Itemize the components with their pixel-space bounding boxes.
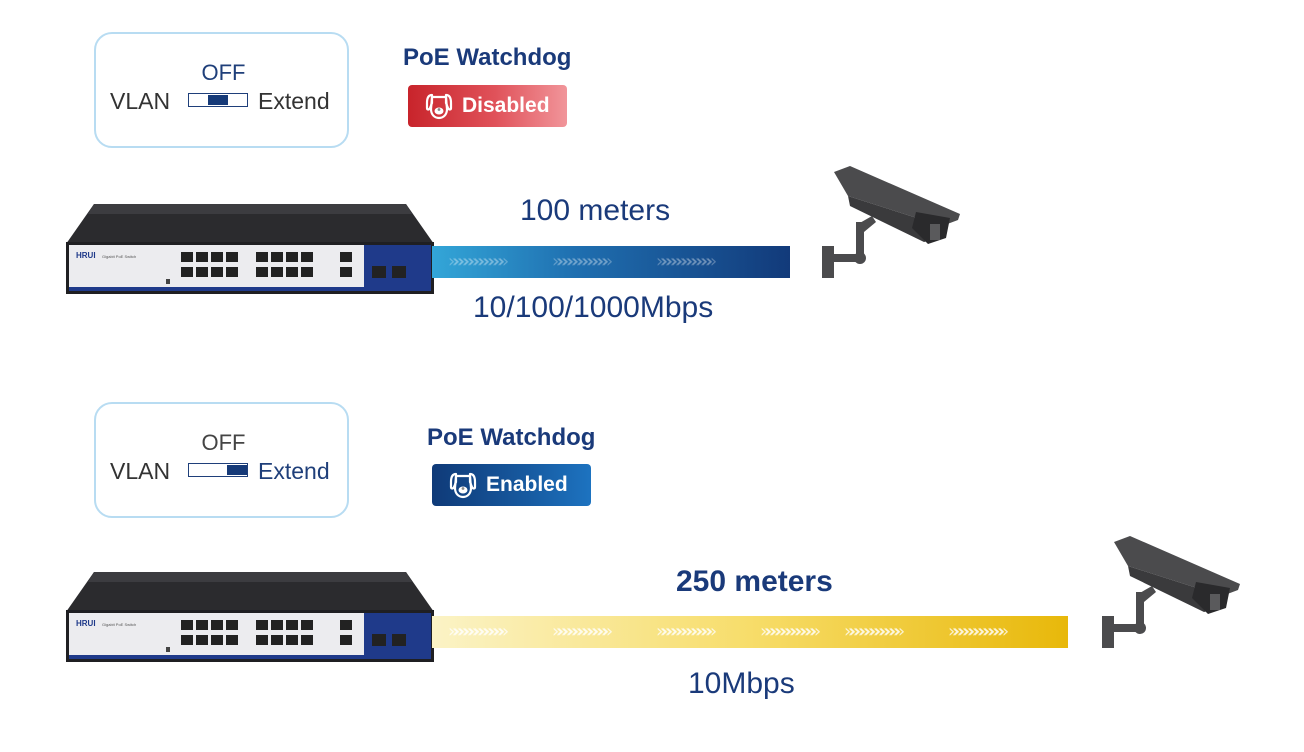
scenario-standard: OFF VLAN Extend PoE Watchdog Disabled HR…	[66, 32, 960, 324]
watchdog-status-badge: Enabled	[432, 464, 591, 506]
device-model: Gigabit PoE Switch	[102, 254, 136, 259]
watchdog-dog-icon	[425, 93, 453, 120]
device-model: Gigabit PoE Switch	[102, 622, 136, 627]
watchdog-dog-icon	[449, 472, 477, 499]
cable-speed: 10Mbps	[688, 667, 795, 700]
dip-vlan-label: VLAN	[110, 88, 171, 114]
network-cable: »»»»»»»»»»» »»»»»»»»»»» »»»»»»»»»»»	[432, 246, 790, 278]
poe-watchdog-title: PoE Watchdog	[403, 44, 572, 71]
watchdog-status-label: Disabled	[462, 94, 550, 117]
device-brand: HRUI	[76, 619, 96, 628]
cctv-camera-icon	[1102, 536, 1240, 648]
poe-switch-device: HRUI Gigabit PoE Switch	[66, 204, 434, 294]
network-cable: »»»»»»»»»»» »»»»»»»»»»» »»»»»»»»»»» »»»»…	[432, 616, 1068, 648]
poe-switch-device: HRUI Gigabit PoE Switch	[66, 572, 434, 662]
cctv-camera-icon	[822, 166, 960, 278]
dip-switch-knob	[208, 95, 228, 105]
dip-extend-label: Extend	[258, 458, 330, 484]
cable-speed: 10/100/1000Mbps	[473, 291, 714, 324]
device-brand: HRUI	[76, 251, 96, 260]
scenario-extend: OFF VLAN Extend PoE Watchdog Enabled HRU…	[0, 376, 1304, 752]
cable-distance: 250 meters	[676, 565, 833, 598]
cable-distance: 100 meters	[520, 194, 671, 227]
dip-switch-knob	[227, 465, 247, 475]
watchdog-status-label: Enabled	[486, 473, 568, 496]
dip-switch-toggle[interactable]	[188, 463, 248, 477]
watchdog-status-badge: Disabled	[408, 85, 567, 127]
dip-extend-label: Extend	[258, 88, 330, 114]
dip-vlan-label: VLAN	[110, 458, 171, 484]
dip-switch-toggle[interactable]	[188, 93, 248, 107]
dip-switch-panel: OFF VLAN Extend	[94, 32, 349, 148]
poe-watchdog-title: PoE Watchdog	[427, 424, 596, 451]
dip-off-label: OFF	[201, 60, 246, 85]
dip-switch-panel: OFF VLAN Extend	[94, 402, 349, 518]
dip-off-label: OFF	[201, 430, 246, 455]
